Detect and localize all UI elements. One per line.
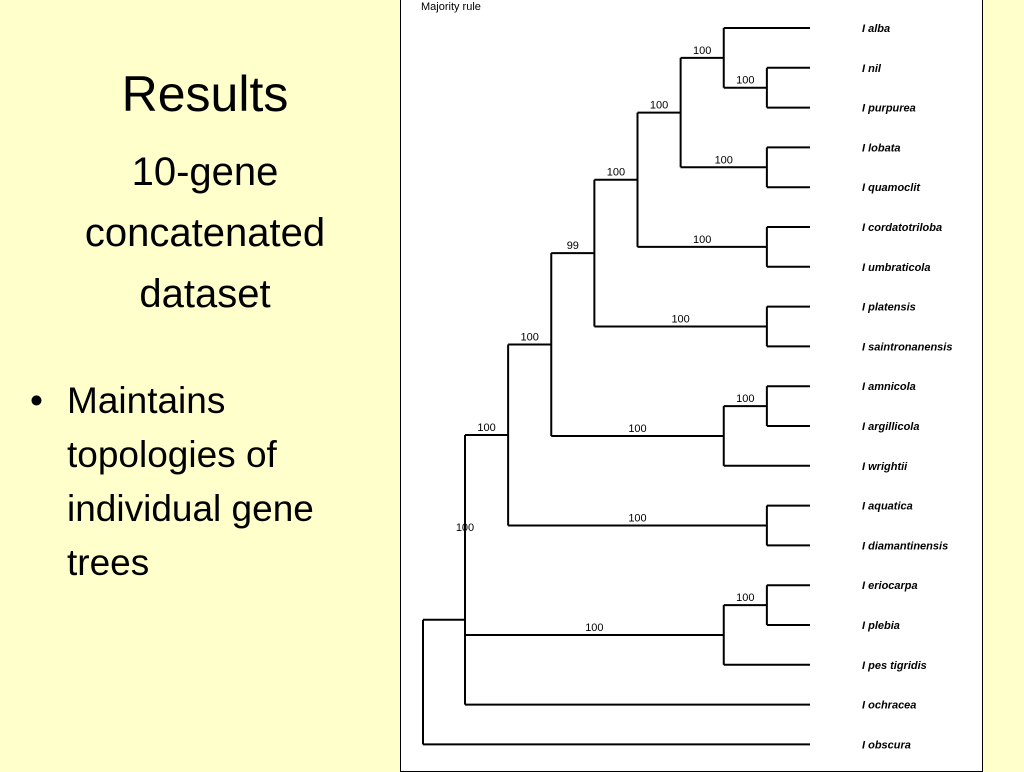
bullet-line: trees (67, 542, 150, 583)
support-value: 100 (736, 592, 754, 604)
bullet-line: Maintains (67, 380, 226, 421)
bullet-line: individual gene (67, 488, 314, 529)
taxon-label: I wrightii (862, 461, 908, 473)
taxon-label: I platensis (862, 302, 916, 314)
support-value: 100 (628, 513, 646, 525)
taxon-label: I pes tigridis (862, 660, 927, 672)
slide-title: Results (121, 66, 289, 122)
support-value: 99 (567, 240, 579, 252)
bullet-marker: • (30, 380, 43, 421)
support-value: 100 (521, 332, 539, 344)
support-value: 100 (585, 622, 603, 634)
taxon-label: I lobata (862, 142, 901, 154)
figure-title: Majority rule (421, 1, 481, 13)
support-value: 100 (456, 522, 474, 534)
taxon-label: I plebia (862, 620, 900, 632)
support-value: 100 (736, 75, 754, 87)
taxon-label: I cordatotriloba (862, 222, 942, 234)
subtitle-line: dataset (139, 272, 271, 316)
taxon-label: I saintronanensis (862, 341, 952, 353)
bullet-line: topologies of (67, 434, 277, 475)
support-value: 100 (607, 167, 625, 179)
support-value: 100 (693, 45, 711, 57)
support-value: 100 (628, 423, 646, 435)
subtitle-line: concatenated (84, 211, 326, 255)
taxon-label: I purpurea (862, 103, 916, 115)
phylogeny-figure: Majority rule 100 100 100 99 100 100 100 I alba… (400, 0, 983, 772)
taxon-label: I argillicola (862, 421, 919, 433)
taxon-label: I nil (862, 63, 882, 75)
slide-subtitle: 10-gene concatenated dataset (0, 142, 410, 325)
taxon-label: I alba (862, 23, 890, 35)
taxon-label: I quamoclit (862, 182, 921, 194)
support-value: 100 (736, 393, 754, 405)
support-value: 100 (477, 422, 495, 434)
taxon-label: I obscura (862, 739, 911, 751)
taxon-label: I ochracea (862, 700, 916, 712)
support-value: 100 (715, 154, 733, 166)
support-value: 100 (671, 314, 689, 326)
taxon-label: I diamantinensis (862, 540, 948, 552)
bullet-list: • Maintains topologies of individual gen… (30, 374, 390, 590)
taxon-label: I eriocarpa (862, 580, 918, 592)
taxon-label: I aquatica (862, 501, 913, 513)
support-value: 100 (650, 100, 668, 112)
taxon-label: I amnicola (862, 381, 916, 393)
taxon-label: I umbraticola (862, 262, 930, 274)
subtitle-line: 10-gene (131, 150, 279, 194)
phylogenetic-tree: 100 100 100 99 100 100 100 I alba 100 I nil I purp… (422, 23, 952, 751)
bullet-item: • Maintains topologies of individual gen… (30, 374, 390, 590)
support-value: 100 (693, 234, 711, 246)
